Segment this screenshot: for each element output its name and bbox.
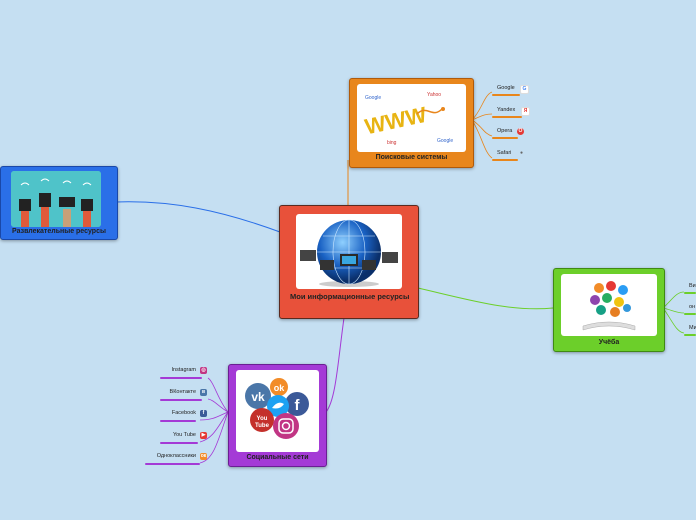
svg-text:Google: Google xyxy=(437,138,453,144)
entertainment-node[interactable]: Развлекательные ресурсы xyxy=(0,166,118,240)
entertainment-title: Развлекательные ресурсы xyxy=(12,228,106,235)
apple-icon: ● xyxy=(519,150,524,156)
search-engines-node[interactable]: Google Yahoo Google bing WWW Поисковые с… xyxy=(349,78,474,168)
google-icon: G xyxy=(520,85,529,94)
leaf-study-2[interactable]: он xyxy=(684,304,696,315)
opera-icon: O xyxy=(517,128,524,135)
link-central-social xyxy=(325,317,345,413)
globe-image xyxy=(296,214,402,289)
leaf-odnoklassniki[interactable]: Одноклассники ок xyxy=(145,453,208,465)
central-title: Мои информационные ресурсы xyxy=(290,292,410,301)
svg-text:ok: ok xyxy=(274,383,285,393)
link-central-entertainment xyxy=(115,201,281,233)
svg-text:vk: vk xyxy=(251,390,265,404)
study-node[interactable]: Учёба xyxy=(553,268,665,352)
leaf-google[interactable]: Google G xyxy=(492,85,529,96)
svg-text:bing: bing xyxy=(387,140,397,146)
leaf-youtube[interactable]: You Tube ▶ xyxy=(160,432,208,444)
facebook-icon: f xyxy=(200,410,207,417)
leaf-safari[interactable]: Safari ● xyxy=(492,150,524,161)
link-central-study xyxy=(417,287,554,310)
leaf-yandex[interactable]: Yandex Я xyxy=(492,107,530,118)
svg-text:f: f xyxy=(295,397,301,414)
social-icons-image: vk ok f You Tube xyxy=(236,370,319,452)
study-title: Учёба xyxy=(598,339,620,346)
leaf-vkontakte[interactable]: ВКонтакте в xyxy=(160,389,208,401)
svg-text:Yahoo: Yahoo xyxy=(427,92,441,98)
leaf-study-1[interactable]: Ви xyxy=(684,283,696,294)
svg-text:You: You xyxy=(257,416,268,422)
social-networks-title: Социальные сети xyxy=(246,454,309,461)
svg-text:Google: Google xyxy=(365,95,381,101)
leaf-study-3[interactable]: Ми xyxy=(684,325,696,336)
www-image: Google Yahoo Google bing WWW xyxy=(357,84,466,152)
odnoklassniki-icon: ок xyxy=(200,453,207,460)
leaf-instagram[interactable]: Instagram ◎ xyxy=(160,367,208,379)
central-node[interactable]: Мои информационные ресурсы xyxy=(279,205,419,319)
youtube-icon: ▶ xyxy=(200,432,207,439)
svg-text:WWW: WWW xyxy=(363,102,429,139)
yandex-icon: Я xyxy=(521,107,530,116)
instagram-icon: ◎ xyxy=(200,367,207,374)
devices-image xyxy=(11,171,101,227)
book-image xyxy=(561,274,657,336)
leaf-opera[interactable]: Opera O xyxy=(492,128,526,139)
vk-icon: в xyxy=(200,389,207,396)
search-engines-title: Поисковые системы xyxy=(375,154,448,161)
social-networks-node[interactable]: vk ok f You Tube Социальные сети xyxy=(228,364,327,467)
svg-text:Tube: Tube xyxy=(255,423,270,429)
leaf-facebook[interactable]: Facebook f xyxy=(160,410,208,422)
